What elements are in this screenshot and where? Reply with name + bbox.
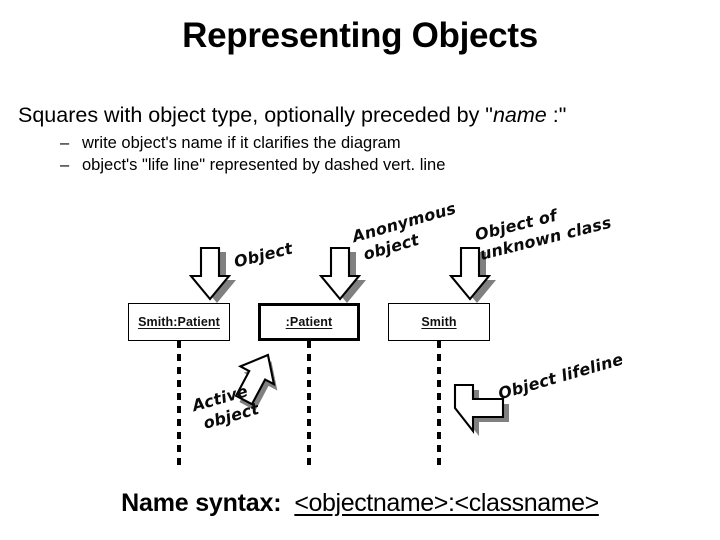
callout-label-object-of-unknown-class: Object of unknown class (473, 205, 614, 264)
callout-label-active-object: Active object (190, 381, 262, 435)
name-syntax-value: <objectname>:<classname> (294, 489, 599, 517)
dash-bullet-icon: – (60, 134, 70, 153)
object-box-label: :Patient (285, 315, 333, 329)
callout-label-object-lifeline: Object lifeline (496, 349, 626, 404)
name-syntax-label: Name syntax: (121, 489, 282, 517)
bullet-level1-emphasis: name (492, 103, 547, 127)
lifeline-smith-patient (177, 341, 181, 469)
object-box-label: Smith (421, 315, 457, 329)
down-arrow-icon (188, 246, 236, 303)
callout-label-anonymous-object: Anonymous object (350, 198, 459, 266)
bullet-level2-label: write object's name if it clarifies the … (82, 134, 401, 153)
bullet-level2-item: – write object's name if it clarifies th… (60, 133, 702, 155)
lifeline-anonymous-patient (307, 341, 311, 469)
lifeline-smith (437, 341, 441, 469)
object-box-anonymous-patient[interactable]: :Patient (258, 303, 360, 341)
object-box-smith[interactable]: Smith (388, 303, 490, 341)
bullet-level2-item: – object's "life line" represented by da… (60, 155, 702, 177)
object-box-label: Smith:Patient (138, 315, 220, 329)
bullet-level2-label: object's "life line" represented by dash… (82, 156, 446, 175)
name-syntax-line: Name syntax: <objectname>:<classname> (0, 489, 720, 518)
callout-label-object: Object (232, 238, 295, 272)
bullet-level1: Squares with object type, optionally pre… (18, 103, 702, 128)
bullet-list: Squares with object type, optionally pre… (18, 103, 702, 177)
dash-bullet-icon: – (60, 156, 70, 175)
bullet-level1-suffix: :" (546, 103, 567, 127)
object-box-smith-patient[interactable]: Smith:Patient (128, 303, 230, 341)
page-title: Representing Objects (182, 16, 538, 55)
bullet-level1-prefix: Squares with object type, optionally pre… (18, 103, 493, 127)
